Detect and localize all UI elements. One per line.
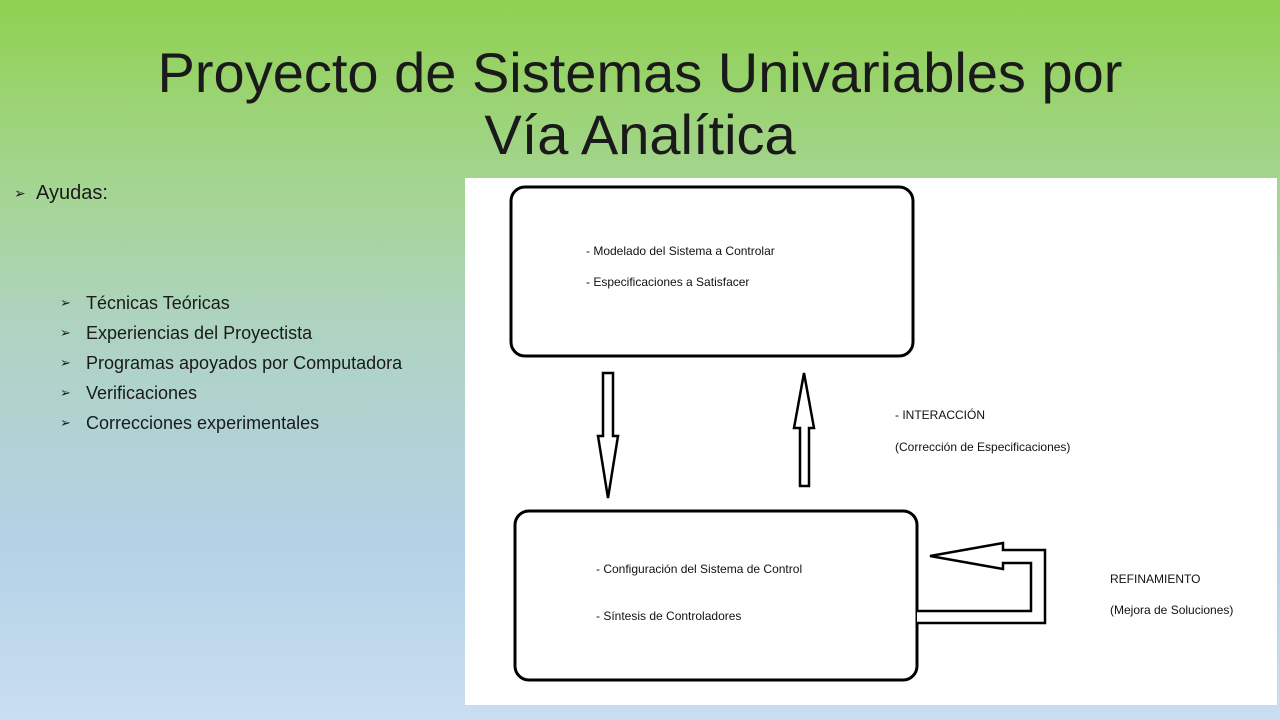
bottom-box [513, 509, 919, 682]
diagram-canvas [509, 185, 1047, 682]
top-box-line1: - Modelado del Sistema a Controlar [586, 244, 775, 258]
feedback-loop-arrow-icon [917, 541, 1047, 625]
sub-bullet-label: Experiencias del Proyectista [86, 322, 313, 343]
sub-bullet-label: Programas apoyados por Computadora [86, 352, 403, 373]
arrow-bullet-icon: ➢ [60, 355, 71, 370]
sub-bullet-label: Técnicas Teóricas [86, 292, 230, 313]
arrow-bullet-icon: ➢ [60, 295, 71, 310]
main-bullet-label: Ayudas: [36, 182, 108, 204]
top-box [509, 185, 915, 358]
sub-bullet-label: Verificaciones [86, 382, 198, 403]
arrow-bullet-icon: ➢ [60, 325, 71, 340]
bottom-box-line1: - Configuración del Sistema de Control [596, 562, 803, 576]
slide-title-line1: Proyecto de Sistemas Univariables por [157, 41, 1123, 104]
down-arrow-icon [596, 371, 620, 499]
bottom-box-line2: - Síntesis de Controladores [596, 609, 742, 623]
list-item: ➢ Correcciones experimentales [60, 408, 402, 438]
slide-title: Proyecto de Sistemas Univariables por Ví… [0, 42, 1280, 166]
up-arrow-icon [792, 372, 816, 488]
refinement-label: REFINAMIENTO [1110, 572, 1201, 586]
arrow-bullet-icon: ➢ [60, 415, 71, 430]
list-item: ➢ Programas apoyados por Computadora [60, 348, 402, 378]
refinement-sublabel: (Mejora de Soluciones) [1110, 603, 1234, 617]
top-box-line2: - Especificaciones a Satisfacer [586, 275, 750, 289]
list-item: ➢ Técnicas Teóricas [60, 288, 402, 318]
interaction-label: - INTERACCIÓN [895, 408, 985, 422]
sub-bullet-label: Correcciones experimentales [86, 412, 320, 433]
arrow-bullet-icon: ➢ [60, 385, 71, 400]
main-bullet: ➢ Ayudas: [14, 182, 108, 205]
interaction-sublabel: (Corrección de Especificaciones) [895, 440, 1071, 454]
arrow-bullet-icon: ➢ [14, 185, 26, 201]
list-item: ➢ Experiencias del Proyectista [60, 318, 402, 348]
sub-bullet-list: ➢ Técnicas Teóricas ➢ Experiencias del Pro… [60, 288, 402, 438]
list-item: ➢ Verificaciones [60, 378, 402, 408]
process-diagram: - Modelado del Sistema a Controlar - Esp… [465, 178, 1277, 705]
slide-title-line2: Vía Analítica [484, 103, 796, 166]
